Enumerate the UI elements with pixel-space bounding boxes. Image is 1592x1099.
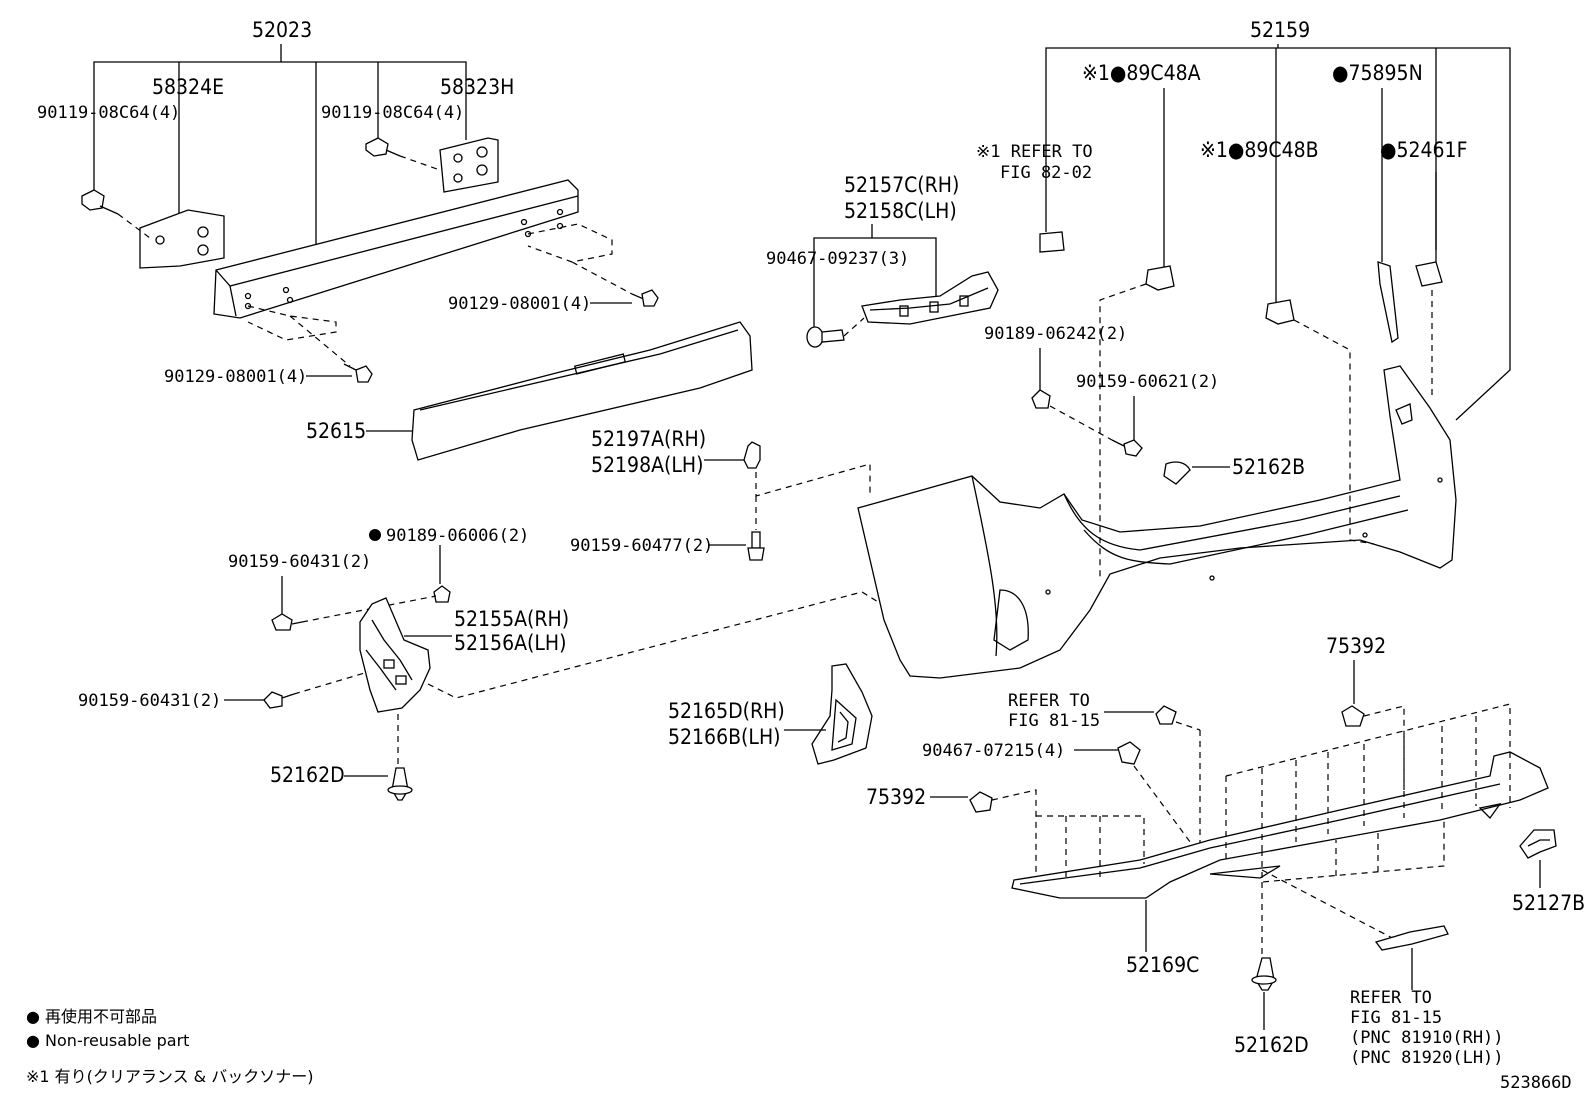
- label-90159-60477[interactable]: 90159-60477(2): [570, 536, 713, 556]
- clip-52197A[interactable]: [743, 441, 761, 469]
- clip-90467-07215[interactable]: [1117, 741, 1141, 765]
- reflector-housing-group: 52165D(RH) 52166B(LH): [668, 663, 873, 765]
- label-58324E[interactable]: 58324E: [152, 75, 224, 99]
- label-90119-b[interactable]: 90119-08C64(4): [321, 103, 464, 123]
- label-90129-b[interactable]: 90129-08001(4): [164, 367, 307, 387]
- bumper-cover-group: 52159 ※1●89C48A ●75895N ※1 REFER TO FIG …: [857, 18, 1511, 679]
- diffuser-group: 75392 REFER TO FIG 81-15 90467-07215(4) …: [866, 634, 1585, 1068]
- cap-52162B[interactable]: [1163, 461, 1191, 485]
- sensor-ref-82-02[interactable]: [1039, 231, 1065, 253]
- label-90159-60621[interactable]: 90159-60621(2): [1076, 372, 1219, 392]
- clip-75392-left[interactable]: [969, 791, 993, 813]
- label-90159-60431-b[interactable]: 90159-60431(2): [78, 691, 221, 711]
- label-89C48A[interactable]: ※1●89C48A: [1082, 61, 1201, 85]
- retainer-52157C[interactable]: [861, 271, 999, 325]
- label-52197A[interactable]: 52197A(RH): [591, 427, 706, 451]
- bracket-58324E[interactable]: [139, 209, 225, 269]
- label-refer-81-15-b[interactable]: FIG 81-15: [1008, 711, 1100, 731]
- label-52156A[interactable]: 52156A(LH): [454, 631, 567, 655]
- label-75895N[interactable]: ●75895N: [1332, 61, 1423, 85]
- label-52162D-b[interactable]: 52162D: [1234, 1033, 1309, 1057]
- sensor-holder-89C48A[interactable]: [1145, 265, 1175, 291]
- label-refer-81-15-c[interactable]: REFER TO: [1350, 988, 1432, 1008]
- legend: ● 再使用不可部品 ● Non-reusable part ※1 有り(クリアラ…: [26, 1007, 314, 1086]
- label-58323H[interactable]: 58323H: [440, 75, 514, 99]
- label-52162D-a[interactable]: 52162D: [270, 763, 345, 787]
- bracket-52127B[interactable]: [1519, 829, 1557, 859]
- clip-52162D-right[interactable]: [1251, 957, 1277, 991]
- label-52158C[interactable]: 52158C(LH): [844, 199, 957, 223]
- retainer-group: 52157C(RH) 52158C(LH) 90467-09237(3) 521…: [570, 173, 999, 561]
- bracket-52155A[interactable]: [359, 597, 431, 713]
- label-52198A[interactable]: 52198A(LH): [591, 453, 704, 477]
- label-pnc-81920[interactable]: (PNC 81920(LH)): [1350, 1048, 1504, 1068]
- label-52157C[interactable]: 52157C(RH): [844, 173, 959, 197]
- legend-line-3: ※1 有り(クリアランス & バックソナー): [26, 1067, 314, 1086]
- label-90467-07215[interactable]: 90467-07215(4): [922, 741, 1065, 761]
- label-52615[interactable]: 52615: [306, 419, 366, 443]
- bolt-90159-60431-b[interactable]: [263, 691, 295, 709]
- moulding-75895N[interactable]: [1377, 261, 1399, 344]
- absorber-group: 52615: [306, 321, 753, 461]
- diffuser-dashed-grid: [1036, 703, 1511, 960]
- label-refer-82-02-a[interactable]: ※1 REFER TO: [976, 142, 1093, 162]
- bolt-90159-60621[interactable]: [1111, 439, 1143, 457]
- label-90129-a[interactable]: 90129-08001(4): [448, 294, 591, 314]
- bolt-90119-right[interactable]: [365, 96, 441, 171]
- side-bracket-group: 90189-06006(2) 90159-60431(2) 52155A(RH)…: [78, 526, 889, 801]
- label-90467-09237[interactable]: 90467-09237(3): [766, 249, 909, 269]
- label-52023[interactable]: 52023: [252, 18, 312, 42]
- label-52461F[interactable]: ●52461F: [1380, 138, 1467, 162]
- bolt-90129-right[interactable]: [631, 289, 659, 307]
- label-52159[interactable]: 52159: [1250, 18, 1310, 42]
- cap-52461F[interactable]: [1415, 261, 1443, 287]
- clip-ref-81-15[interactable]: [1155, 705, 1177, 725]
- diffuser-52169C[interactable]: [1011, 751, 1549, 899]
- label-refer-81-15-d[interactable]: FIG 81-15: [1350, 1008, 1442, 1028]
- reinforcement-beam-52023[interactable]: [213, 179, 579, 319]
- diagram-id: 523866D: [1500, 1073, 1572, 1093]
- clip-90467-09237[interactable]: [806, 326, 845, 348]
- clip-90189-06006[interactable]: [433, 585, 451, 603]
- label-52155A[interactable]: 52155A(RH): [454, 607, 569, 631]
- label-52162B[interactable]: 52162B: [1232, 455, 1305, 479]
- sensor-holder-89C48B[interactable]: [1265, 299, 1295, 325]
- bolt-90129-left[interactable]: [343, 363, 373, 383]
- bolt-90159-60431-a[interactable]: [271, 613, 303, 631]
- legend-line-1: ● 再使用不可部品: [26, 1007, 157, 1026]
- label-90189-06006[interactable]: 90189-06006(2): [386, 526, 529, 546]
- label-75392-a[interactable]: 75392: [1326, 634, 1386, 658]
- bumper-cover-52159[interactable]: [857, 365, 1457, 679]
- clip-75392-right[interactable]: [1341, 705, 1365, 727]
- legend-line-2: ● Non-reusable part: [26, 1031, 189, 1050]
- clip-52162D-left[interactable]: [387, 767, 413, 801]
- label-pnc-81910[interactable]: (PNC 81910(RH)): [1350, 1028, 1504, 1048]
- label-90189-06242[interactable]: 90189-06242(2): [984, 324, 1127, 344]
- label-refer-81-15-a[interactable]: REFER TO: [1008, 691, 1090, 711]
- bracket-58323H[interactable]: [439, 137, 499, 193]
- label-89C48B[interactable]: ※1●89C48B: [1200, 138, 1319, 162]
- label-52166B[interactable]: 52166B(LH): [668, 725, 781, 749]
- label-52127B[interactable]: 52127B: [1512, 891, 1585, 915]
- bolt-90159-60477[interactable]: [747, 531, 765, 561]
- absorber-52615[interactable]: [411, 321, 753, 461]
- label-90159-60431-a[interactable]: 90159-60431(2): [228, 552, 371, 572]
- label-52169C[interactable]: 52169C: [1126, 953, 1199, 977]
- label-52165D[interactable]: 52165D(RH): [668, 699, 785, 723]
- label-refer-82-02-b[interactable]: FIG 82-02: [1000, 163, 1092, 183]
- bolt-90119-left[interactable]: [81, 175, 151, 239]
- clip-90189-06242[interactable]: [1031, 389, 1051, 409]
- label-90119-a[interactable]: 90119-08C64(4): [37, 103, 180, 123]
- reflector-ref-81-15[interactable]: [1374, 925, 1449, 951]
- label-75392-b[interactable]: 75392: [866, 785, 926, 809]
- reinforcement-group: 52023 58324E 58323H 90119-08C64(4) 90119…: [37, 18, 659, 387]
